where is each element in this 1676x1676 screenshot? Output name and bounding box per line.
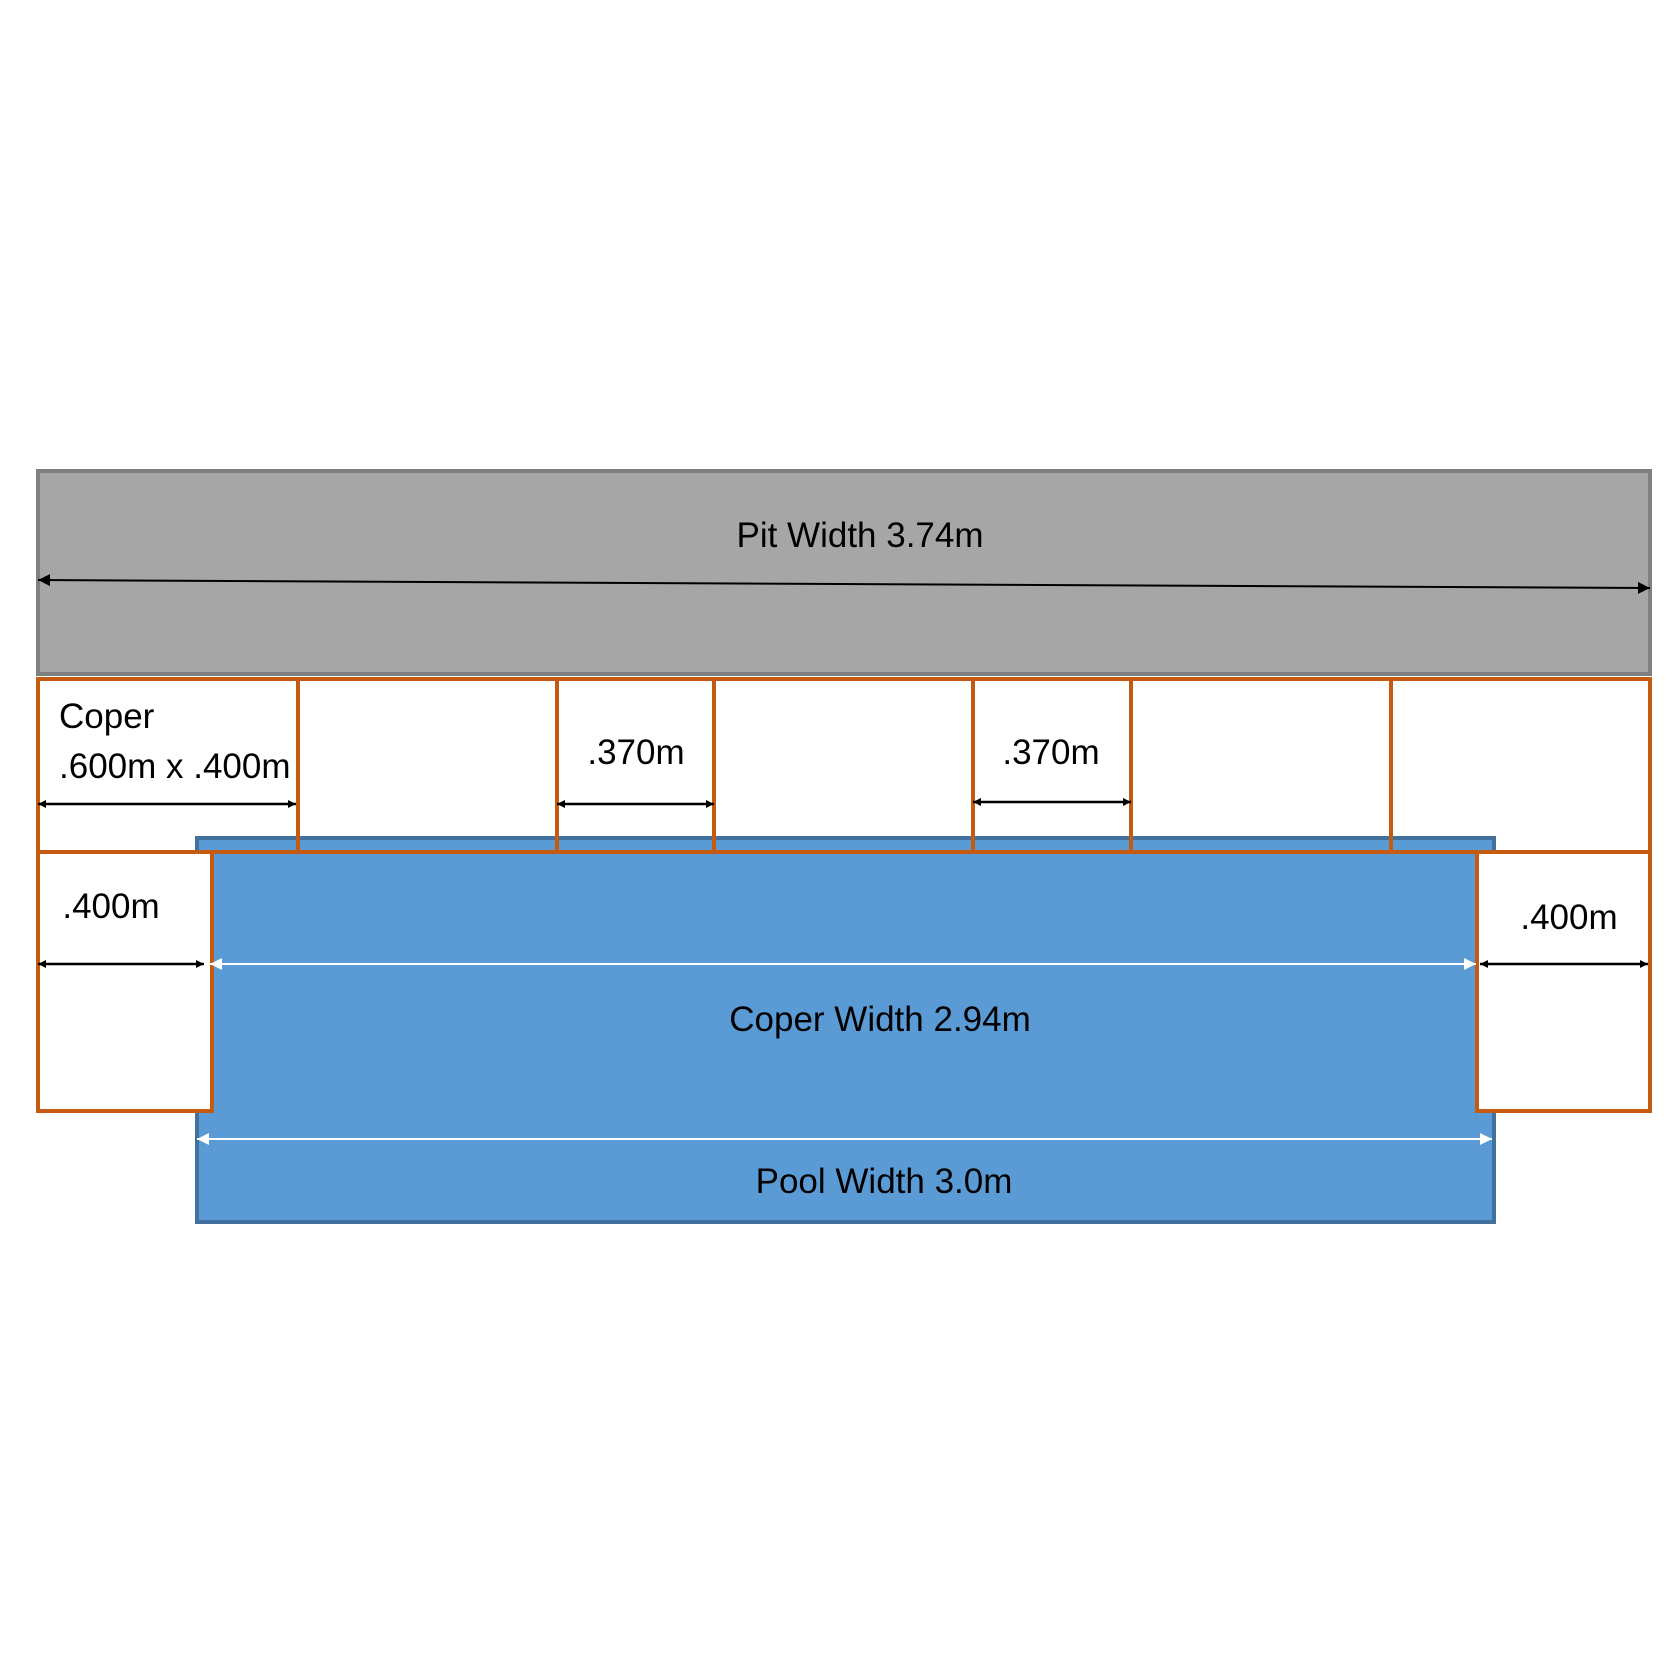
coper-2: [296, 677, 559, 854]
gap-1-label: .370m: [587, 733, 684, 772]
pit-width-arrow: [37, 574, 1651, 594]
pool-width-label: Pool Width 3.0m: [756, 1162, 1013, 1201]
coper-title-label: Coper: [59, 697, 155, 736]
side-coper-right: [1475, 850, 1652, 1113]
coper-top-row: [36, 677, 1652, 854]
side-right-label: .400m: [1520, 898, 1617, 937]
pit-rect: [36, 469, 1652, 676]
pit-width-label: Pit Width 3.74m: [736, 516, 983, 555]
coper-4: [712, 677, 975, 854]
coper-7: [1389, 677, 1652, 854]
coper-6: [1129, 677, 1393, 854]
side-coper-left: [36, 850, 214, 1113]
pool-rect: [195, 836, 1496, 1224]
coper-width-label: Coper Width 2.94m: [729, 1000, 1031, 1039]
coper-size-label: .600m x .400m: [59, 747, 291, 786]
side-left-label: .400m: [62, 887, 159, 926]
gap-2-label: .370m: [1002, 733, 1099, 772]
